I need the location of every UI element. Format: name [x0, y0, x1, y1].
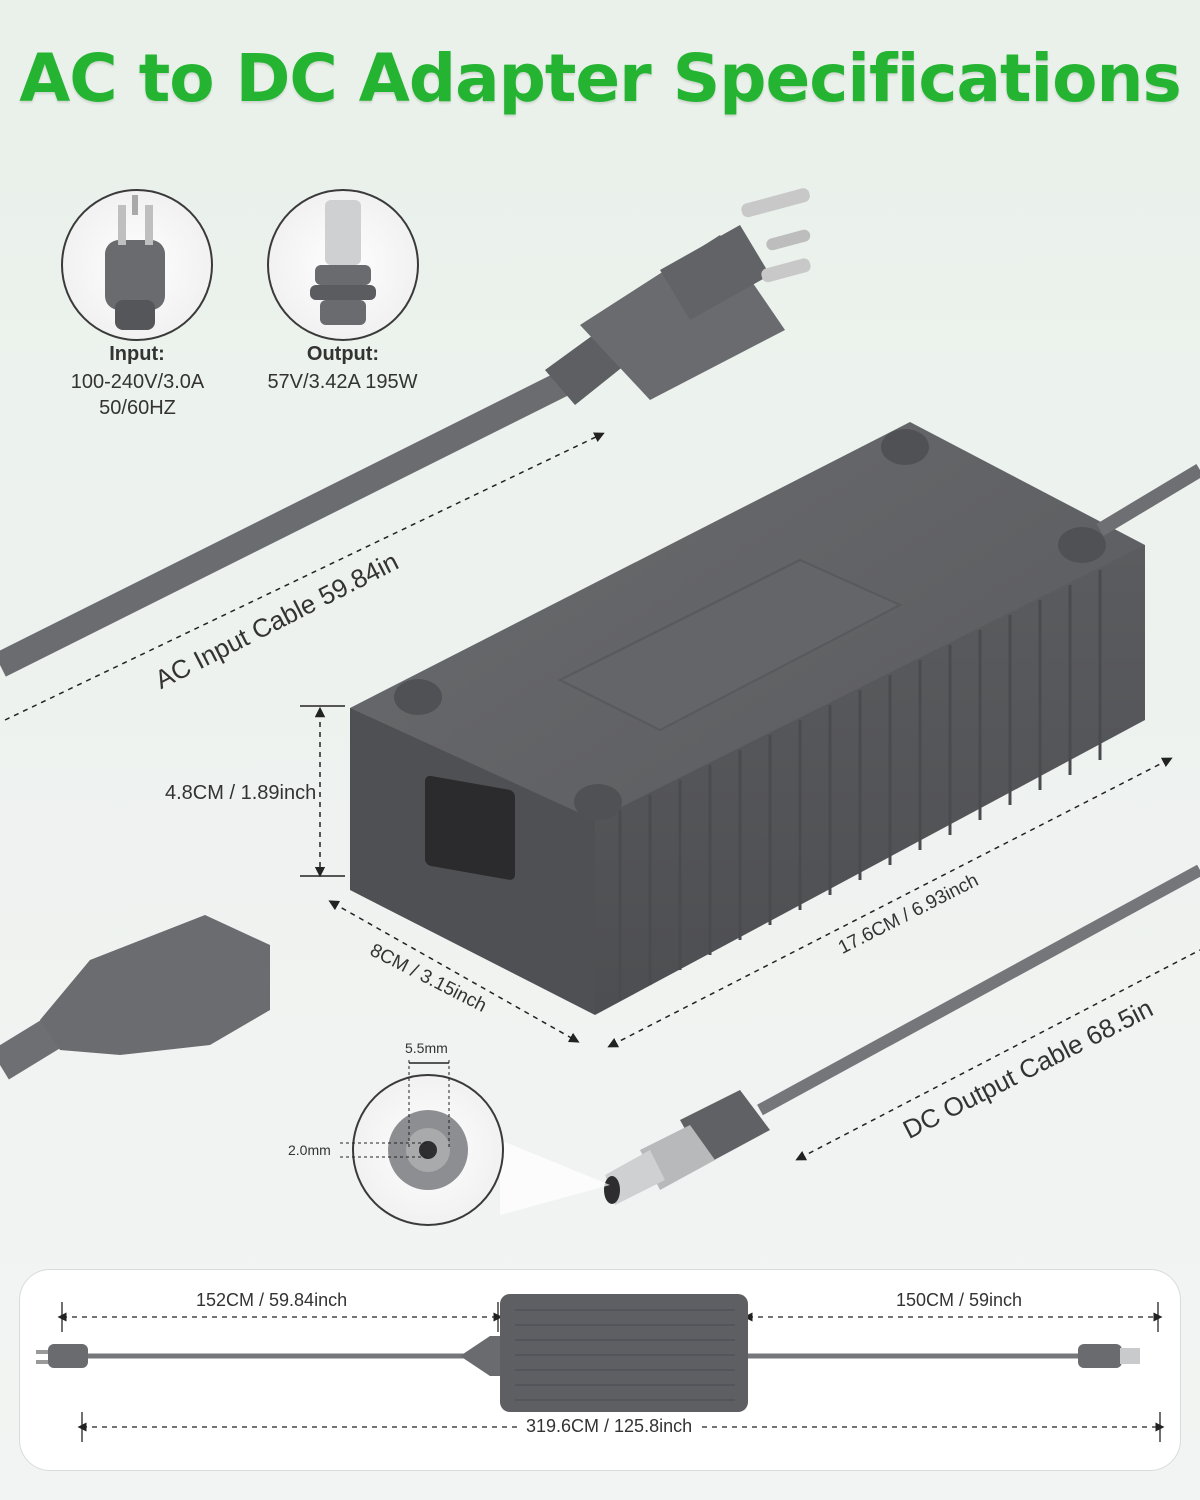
c13-connector [0, 915, 270, 1080]
total-length-overview-label: 319.6CM / 125.8inch [520, 1416, 699, 1437]
input-frequency: 50/60HZ [99, 397, 176, 419]
iec-socket [425, 775, 515, 880]
page-title: AC to DC Adapter Specifications [19, 40, 1182, 117]
output-heading: Output: [306, 343, 380, 365]
overview-dc-plug [1078, 1344, 1140, 1368]
inner-diameter-label: 2.0mm [288, 1142, 331, 1158]
ac-input-cable [0, 363, 586, 677]
length-overview-panel: 152CM / 59.84inch 150CM / 59inch 319.6CM… [20, 1270, 1180, 1470]
outer-diameter-label: 5.5mm [405, 1040, 448, 1056]
ac-plug-large [545, 188, 811, 405]
output-rating: 57V/3.42A 195W [267, 371, 418, 393]
input-heading: Input: [109, 343, 165, 365]
ac-length-overview-label: 152CM / 59.84inch [190, 1290, 354, 1311]
overview-adapter-body [500, 1294, 748, 1412]
overview-diagram [36, 1294, 1165, 1442]
dc-plug-icon [310, 200, 376, 325]
ac-plug-icon [105, 195, 165, 330]
input-rating: 100-240V/3.0A [70, 371, 205, 393]
height-label: 4.8CM / 1.89inch [165, 782, 317, 804]
dc-output-cable [757, 864, 1200, 1116]
dc-plug-large [604, 1090, 770, 1205]
dc-length-overview-label: 150CM / 59inch [890, 1290, 1029, 1311]
overview-ac-plug [36, 1344, 88, 1368]
